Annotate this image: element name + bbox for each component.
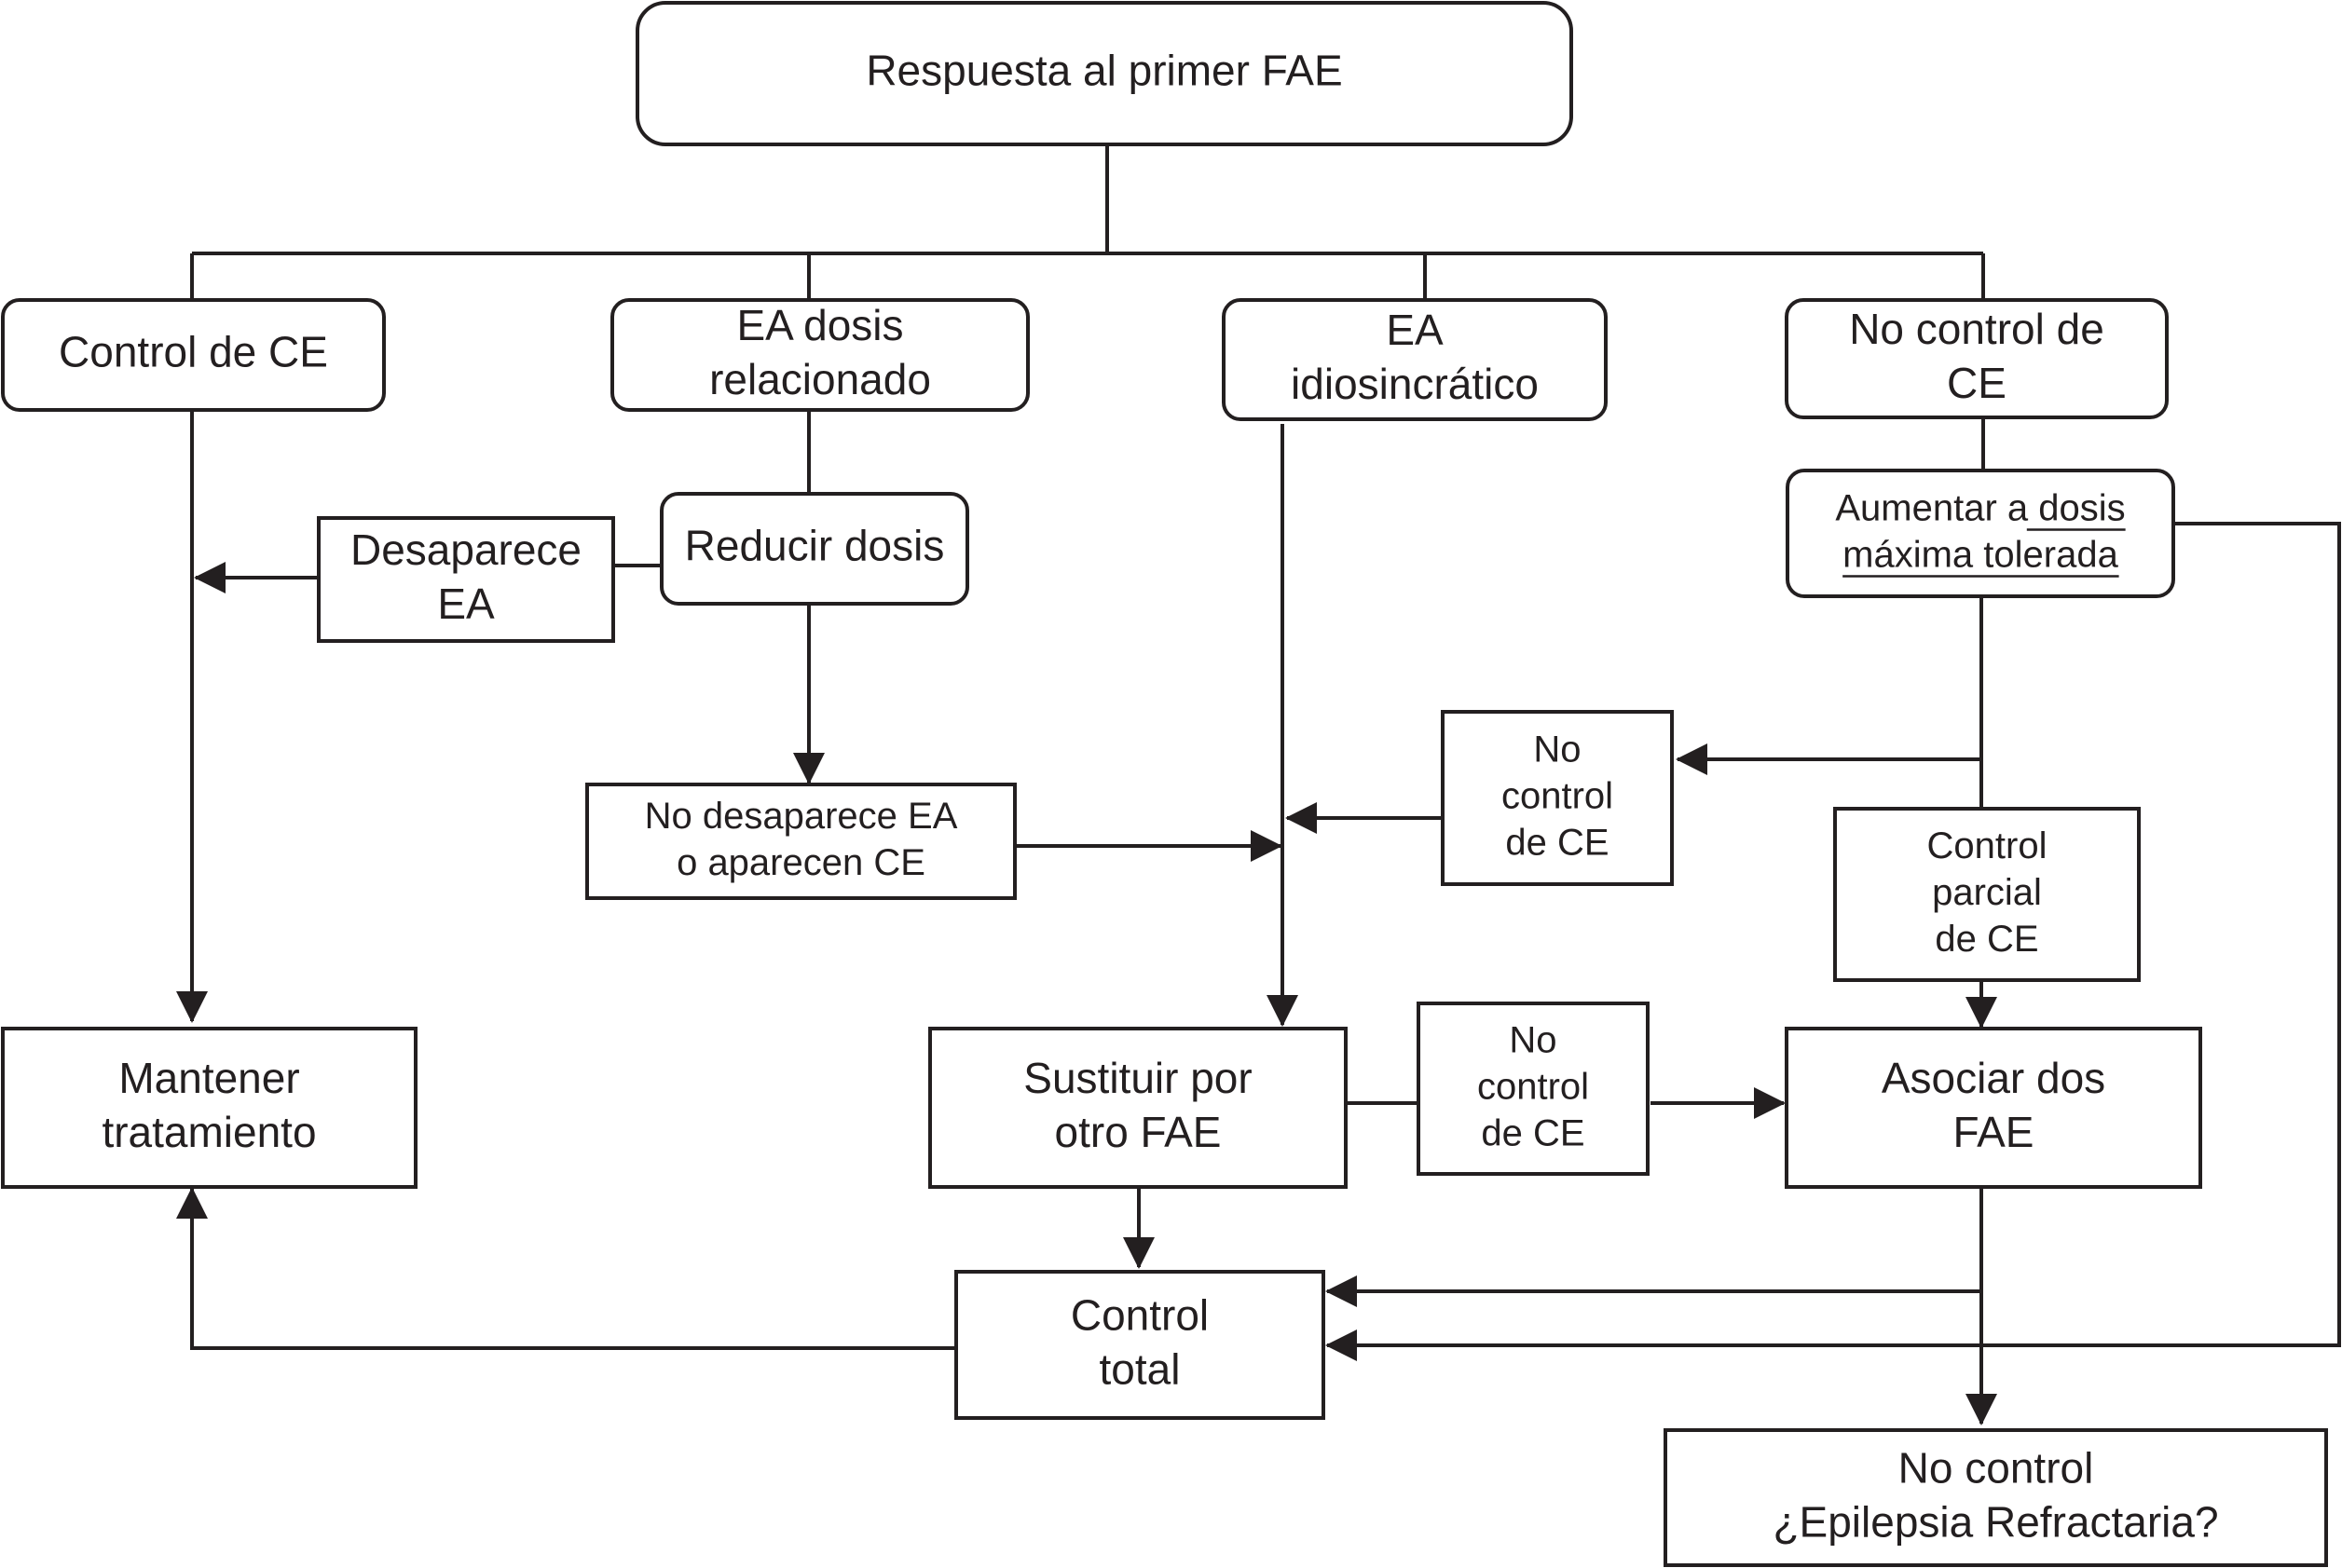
node-root: Respuesta al primer FAE — [636, 1, 1573, 146]
node-box — [610, 298, 1030, 412]
node-no-control-mid: No control de CE — [1441, 710, 1674, 886]
node-label-line: No desaparece EA — [645, 796, 958, 837]
node-label-line: o aparecen CE — [677, 842, 925, 883]
edge-aumentar-loop-to-control-total — [1325, 522, 2341, 1361]
node-control-ce: Control de CE — [1, 298, 386, 412]
node-label-line: Aumentar a dosis — [1835, 488, 2125, 529]
node-label-line: control — [1501, 776, 1613, 817]
node-no-control-ce-top: No control de CE — [1785, 298, 2169, 419]
node-label-line: Asociar dos — [1882, 1054, 2105, 1102]
node-box — [928, 1027, 1348, 1189]
node-label-line: otro FAE — [1055, 1108, 1222, 1156]
node-box — [1441, 710, 1674, 886]
node-control-total: Control total — [954, 1270, 1325, 1420]
node-label-line: Control — [1927, 825, 2048, 866]
node-control-parcial: Control parcial de CE — [1833, 807, 2141, 982]
edge-control-total-to-mantener — [176, 1187, 956, 1350]
node-box — [1664, 1428, 2328, 1567]
node-box — [660, 492, 969, 606]
node-label-line: No — [1509, 1020, 1556, 1061]
node-box — [1833, 807, 2141, 982]
node-label-line: total — [1100, 1344, 1181, 1393]
node-ea-dosis: EA dosis relacionado — [610, 298, 1030, 412]
node-label-line: Desaparece — [350, 525, 582, 574]
node-box — [1785, 298, 2169, 419]
node-box — [1, 298, 386, 412]
node-label-line: No — [1533, 729, 1581, 770]
node-label-line: tratamiento — [102, 1108, 316, 1156]
node-no-control-low: No control de CE — [1417, 1002, 1650, 1176]
node-label-line: Control — [1071, 1290, 1209, 1339]
node-mantener: Mantener tratamiento — [1, 1027, 418, 1189]
node-label-line: Reducir dosis — [685, 521, 945, 569]
node-label-line: parcial — [1932, 872, 2042, 913]
node-no-desaparece: No desaparece EA o aparecen CE — [585, 783, 1017, 900]
node-label-line: ¿Epilepsia Refractaria? — [1773, 1497, 2218, 1546]
node-label-line: EA dosis — [737, 301, 904, 349]
node-label-line: de CE — [1935, 919, 2038, 960]
node-box — [1, 1027, 418, 1189]
node-aumentar: Aumentar a dosis máxima tolerada — [1786, 469, 2175, 598]
node-box — [636, 1, 1573, 146]
node-label-line: idiosincrático — [1291, 360, 1539, 408]
node-box — [317, 516, 615, 643]
node-label-line: CE — [1947, 359, 2006, 407]
node-box — [1785, 1027, 2202, 1189]
node-box — [1786, 469, 2175, 598]
node-label-line: Mantener — [118, 1054, 299, 1102]
node-reducir: Reducir dosis — [660, 492, 969, 606]
node-label-line: No control — [1898, 1443, 2094, 1492]
node-label-line: relacionado — [709, 355, 931, 403]
node-label-line: EA — [1386, 306, 1444, 354]
node-label-line: control — [1477, 1067, 1589, 1108]
node-label-line: EA — [437, 579, 495, 628]
node-label-line: de CE — [1505, 823, 1609, 864]
node-label-line: Sustituir por — [1023, 1054, 1252, 1102]
node-label-line: Respuesta al primer FAE — [866, 46, 1342, 94]
connectors — [176, 146, 2341, 1425]
node-label-line: No control de — [1849, 305, 2104, 353]
node-label-line: máxima tolerada — [1842, 535, 2118, 576]
node-no-control-final: No control ¿Epilepsia Refractaria? — [1664, 1428, 2328, 1567]
node-label-line: FAE — [1953, 1108, 2034, 1156]
node-label-line: de CE — [1481, 1113, 1584, 1154]
node-box — [1222, 298, 1608, 421]
node-sustituir: Sustituir por otro FAE — [928, 1027, 1348, 1189]
node-box — [1417, 1002, 1650, 1176]
node-box — [954, 1270, 1325, 1420]
node-box — [585, 783, 1017, 900]
node-ea-idio: EA idiosincrático — [1222, 298, 1608, 421]
node-label-line: Control de CE — [59, 327, 328, 375]
